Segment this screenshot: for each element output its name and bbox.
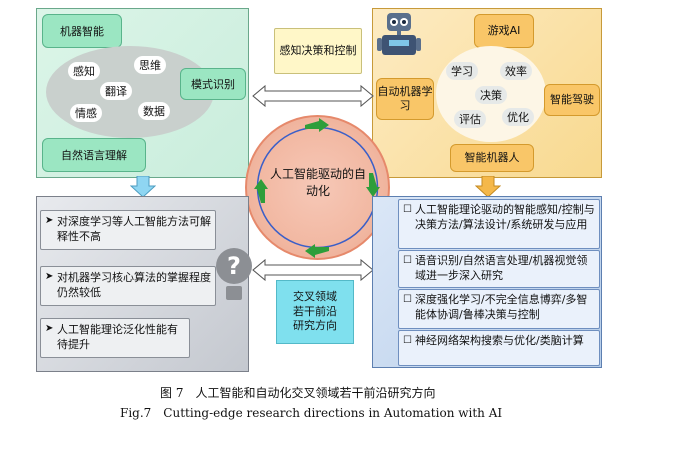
direction-item-1: ☐人工智能理论驱动的智能感知/控制与决策方法/算法设计/系统研发与应用 — [398, 199, 600, 249]
caption-en: Fig.7 Cutting-edge research directions i… — [120, 406, 503, 420]
perception-control-label: 感知决策和控制 — [279, 43, 357, 57]
frontier-directions-label: 交叉领域若干前沿研究方向 — [293, 289, 337, 333]
word-thinking: 思维 — [134, 56, 166, 74]
word-emotion: 情感 — [70, 104, 102, 122]
challenge-item-1: ➤对深度学习等人工智能方法可解释性不高 — [40, 210, 216, 250]
question-mark-glyph: ? — [227, 252, 241, 280]
circle-text: 人工智能驱动的自动化 — [270, 167, 367, 198]
nlu-label: 自然语言理解 — [61, 149, 127, 162]
caption-zh: 图 7 人工智能和自动化交叉领域若干前沿研究方向 — [160, 386, 436, 400]
direction-text-4: 神经网络架构搜索与优化/类脑计算 — [415, 334, 584, 347]
challenge-text-3: 人工智能理论泛化性能有待提升 — [57, 323, 178, 352]
word-decision: 决策 — [475, 86, 507, 104]
direction-text-1: 人工智能理论驱动的智能感知/控制与决策方法/算法设计/系统研发与应用 — [415, 203, 595, 231]
word-translation: 翻译 — [100, 82, 132, 100]
challenge-item-3: ➤人工智能理论泛化性能有待提升 — [40, 318, 190, 358]
machine-intelligence-box: 机器智能 — [42, 14, 122, 48]
arrow-bullet-icon: ➤ — [45, 271, 54, 282]
word-learning: 学习 — [446, 62, 478, 80]
automl-label: 自动机器学习 — [377, 85, 433, 112]
challenge-text-1: 对深度学习等人工智能方法可解释性不高 — [57, 215, 211, 244]
direction-text-3: 深度强化学习/不完全信息博弈/多智能体协调/鲁棒决策与控制 — [415, 293, 588, 321]
direction-item-3: ☐深度强化学习/不完全信息博弈/多智能体协调/鲁棒决策与控制 — [398, 289, 600, 329]
down-arrow-left — [130, 176, 156, 198]
autonomous-driving-label: 智能驾驶 — [550, 93, 594, 107]
question-mark-icon: ? — [216, 248, 252, 300]
checkbox-bullet-icon: ☐ — [403, 335, 412, 346]
challenge-item-2: ➤对机器学习核心算法的掌握程度仍然较低 — [40, 266, 216, 306]
cycle-ring — [254, 118, 380, 258]
robot-icon — [377, 13, 421, 55]
intelligent-robot-label: 智能机器人 — [464, 151, 520, 165]
automl-box: 自动机器学习 — [376, 78, 434, 120]
checkbox-bullet-icon: ☐ — [403, 204, 412, 215]
down-arrow-right — [475, 176, 501, 198]
perception-control-box: 感知决策和控制 — [274, 28, 362, 74]
game-ai-box: 游戏AI — [474, 14, 534, 48]
autonomous-driving-box: 智能驾驶 — [544, 84, 600, 116]
checkbox-bullet-icon: ☐ — [403, 294, 412, 305]
ai-automation-circle — [245, 115, 390, 260]
nlu-box: 自然语言理解 — [42, 138, 146, 172]
challenge-text-2: 对机器学习核心算法的掌握程度仍然较低 — [57, 271, 211, 300]
word-efficiency: 效率 — [500, 62, 532, 80]
word-perception: 感知 — [68, 62, 100, 80]
pattern-recognition-label: 模式识别 — [191, 78, 235, 91]
arrow-bullet-icon: ➤ — [45, 323, 54, 334]
direction-item-4: ☐神经网络架构搜索与优化/类脑计算 — [398, 330, 600, 366]
word-evaluation: 评估 — [454, 110, 486, 128]
arrow-bullet-icon: ➤ — [45, 215, 54, 226]
game-ai-label: 游戏AI — [487, 24, 521, 38]
double-arrow-bottom — [252, 258, 374, 282]
word-optimization: 优化 — [502, 108, 534, 126]
direction-text-2: 语音识别/自然语言处理/机器视觉领域进一步深入研究 — [415, 254, 588, 282]
machine-intelligence-label: 机器智能 — [60, 25, 104, 38]
frontier-directions-box: 交叉领域若干前沿研究方向 — [276, 280, 354, 344]
direction-item-2: ☐语音识别/自然语言处理/机器视觉领域进一步深入研究 — [398, 250, 600, 288]
pattern-recognition-box: 模式识别 — [180, 68, 246, 100]
double-arrow-top — [252, 84, 374, 108]
word-data: 数据 — [138, 102, 170, 120]
intelligent-robot-box: 智能机器人 — [450, 144, 534, 172]
checkbox-bullet-icon: ☐ — [403, 255, 412, 266]
